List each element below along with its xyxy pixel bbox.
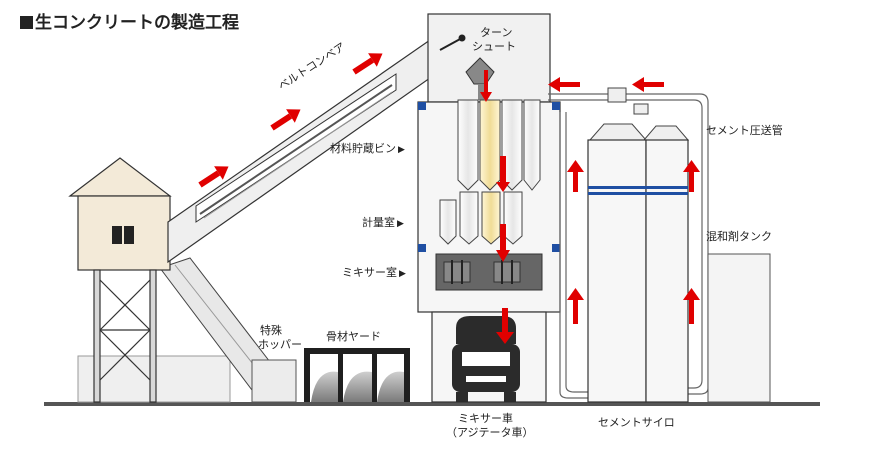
arrow-chute [484,70,488,92]
label-weighing-room: 計量室▶ [362,216,404,231]
arrow-tank-up-1 [683,160,700,192]
label-special-hopper-line2: ホッパー [258,338,302,351]
flow-arrows [198,53,700,344]
label-mixer-room: ミキサー室▶ [342,266,406,281]
aggregate-yard [304,348,410,402]
label-special-hopper-line1: 特殊 [260,324,282,337]
label-mixer-truck-line1: ミキサー車 [458,412,513,425]
label-admixture-tank: 混和剤タンク [706,230,772,243]
arrow-weigh-down [500,224,506,252]
label-cement-silo: セメントサイロ [598,416,675,429]
label-weighing-room-text: 計量室 [362,216,395,229]
title-square-icon [20,16,33,29]
label-turn-chute-line2: シュート [472,40,516,53]
pointer-icon: ▶ [398,145,405,155]
arrow-truck-down [502,308,508,334]
arrow-conveyor-3 [352,53,383,75]
material-bins [457,99,541,191]
arrow-pipe-left-2 [632,77,664,92]
arrow-conveyor-1 [198,166,229,188]
arrow-conveyor-2 [270,109,301,131]
cement-silo [587,87,690,403]
label-aggregate-yard: 骨材ヤード [326,330,381,343]
admixture-tank [707,253,771,403]
label-turn-chute-line1: ターン [480,26,513,39]
ground-line [44,402,820,406]
special-hopper [251,359,297,403]
arrow-silo-up-1 [567,160,584,192]
label-material-bin: 材料貯蔵ビン▶ [330,142,405,157]
hopper-house [68,157,172,271]
arrow-silo-up-2 [567,288,584,324]
arrow-pipe-left-1 [548,77,580,92]
label-cement-pipe: セメント圧送管 [706,124,783,137]
pointer-icon: ▶ [399,269,406,279]
weighing-hoppers [439,191,523,245]
arrow-tank-up-2 [683,288,700,324]
pointer-icon: ▶ [397,219,404,229]
hopper-tower-legs [93,269,157,403]
label-material-bin-text: 材料貯蔵ビン [330,142,396,155]
page-title: 生コンクリートの製造工程 [20,8,239,33]
arrow-bin-down [500,156,506,182]
label-mixer-room-text: ミキサー室 [342,266,397,279]
cement-pipes [548,93,709,399]
mixer [435,253,543,291]
page-title-text: 生コンクリートの製造工程 [35,13,239,33]
label-mixer-truck-line2: （アジテータ車） [446,426,534,439]
mixer-truck [452,316,520,402]
